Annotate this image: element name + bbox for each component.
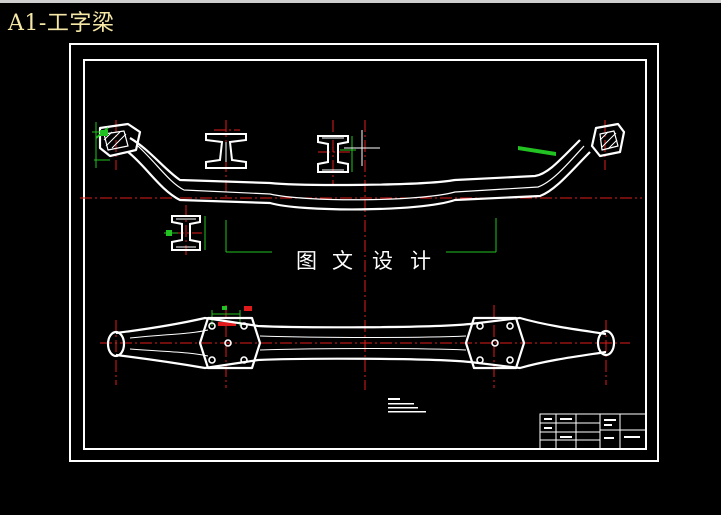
outer-sheet-border — [69, 43, 659, 462]
i-beam-section-c — [171, 215, 201, 251]
top-view-beam — [106, 316, 616, 370]
inner-drawing-frame — [83, 59, 647, 450]
technical-notes — [388, 398, 426, 413]
i-beam-section-a — [205, 133, 247, 169]
watermark-char: 图 — [296, 249, 317, 273]
dimension-markers — [100, 130, 556, 310]
title-block-text-marks — [544, 418, 640, 439]
watermark-text: 图 文 设 计 — [296, 249, 431, 273]
drawing-caption: A1-工字梁 — [8, 11, 115, 36]
watermark-char: 计 — [410, 249, 431, 273]
dimension-lines — [92, 122, 497, 326]
title-block — [539, 413, 647, 450]
spring-pad-bolt-holes — [208, 322, 514, 364]
window-top-strip — [0, 0, 721, 3]
watermark-char: 设 — [372, 249, 393, 273]
centerlines — [80, 120, 642, 390]
crosshair-cursor-icon — [344, 130, 380, 166]
kingpin-hatching — [103, 131, 618, 150]
dimension-red-tags — [218, 306, 252, 326]
i-beam-section-b — [317, 135, 349, 173]
watermark-char: 文 — [332, 249, 353, 273]
